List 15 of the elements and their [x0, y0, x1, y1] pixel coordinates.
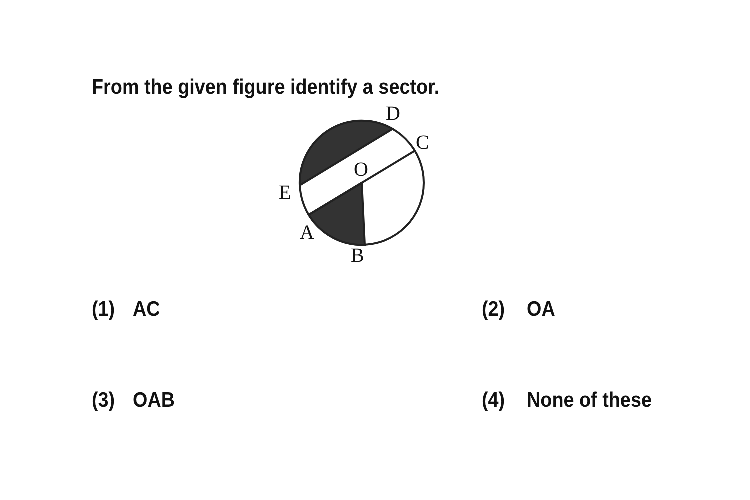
question-text: From the given figure identify a sector.	[92, 76, 440, 100]
option-text: AC	[133, 298, 160, 322]
point-label: B	[351, 246, 364, 266]
option-number: (4)	[482, 389, 506, 413]
point-label: C	[416, 133, 430, 153]
option-number: (2)	[482, 298, 506, 322]
option-text: None of these	[527, 389, 652, 413]
option-number: (3)	[92, 389, 116, 413]
option-number: (1)	[92, 298, 116, 322]
point-label: A	[300, 223, 314, 243]
point-label: O	[354, 160, 368, 180]
point-label: E	[279, 183, 292, 203]
point-label: D	[386, 104, 400, 124]
option-text: OAB	[133, 389, 175, 413]
option-text: OA	[527, 298, 556, 322]
